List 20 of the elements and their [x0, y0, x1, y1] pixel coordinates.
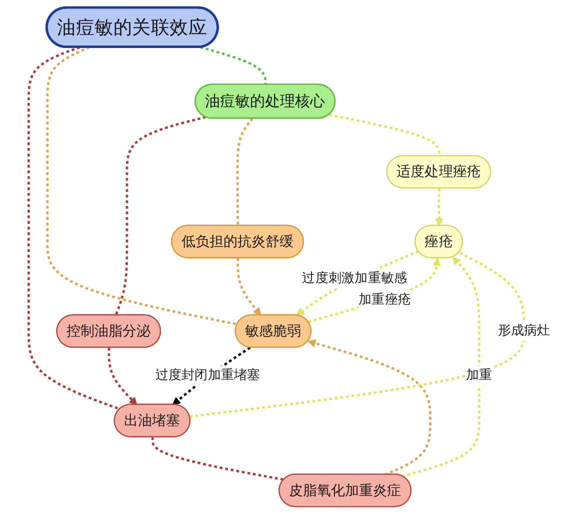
arrow	[236, 258, 262, 316]
arrow	[402, 256, 480, 478]
arrow	[308, 258, 441, 324]
connector	[190, 251, 526, 418]
edge-label: 加重痤疮	[358, 292, 412, 308]
connector	[328, 114, 440, 156]
connector	[151, 437, 284, 481]
edge-label: 过度刺激加重敏感	[302, 270, 408, 286]
edge-label: 加重	[466, 368, 492, 383]
arrow	[434, 188, 444, 226]
arrow	[296, 250, 419, 316]
connector	[46, 46, 238, 326]
connector	[200, 46, 267, 85]
arrow	[108, 348, 138, 406]
connector	[236, 118, 254, 226]
arrow	[308, 339, 432, 476]
edge-label: 过度封闭加重堵塞	[155, 368, 260, 383]
connector	[114, 116, 206, 316]
edge-label: 形成病灶	[498, 323, 550, 338]
connector	[28, 46, 120, 410]
